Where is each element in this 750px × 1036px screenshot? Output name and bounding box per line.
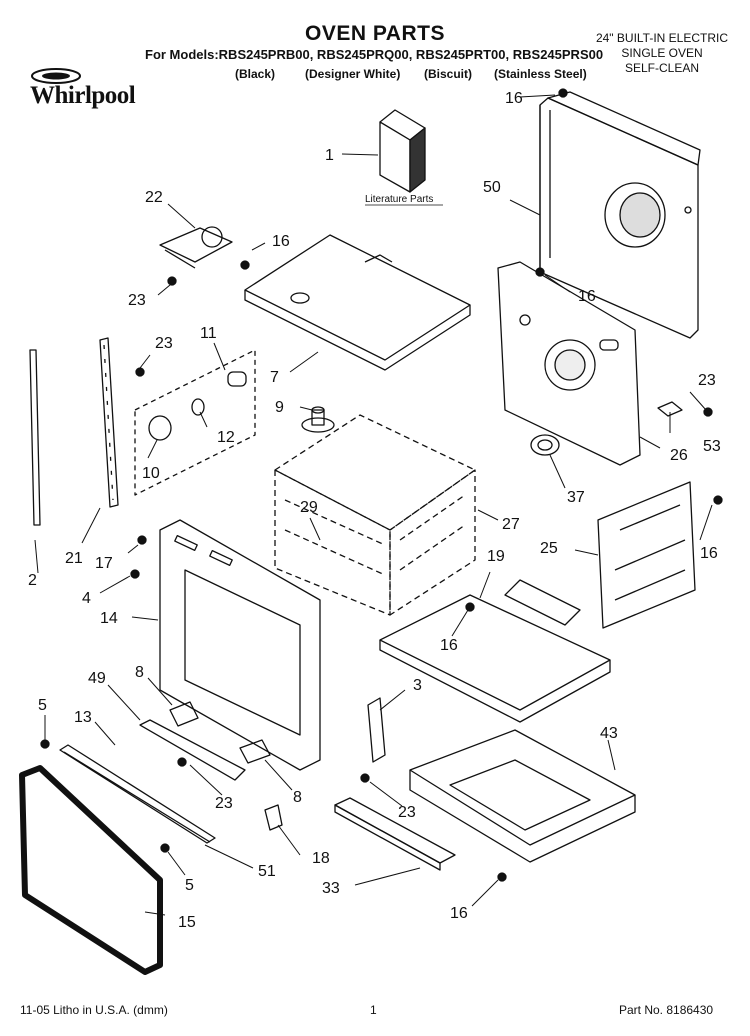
- callout-1: 1: [325, 147, 334, 164]
- callout-23e: 23: [398, 804, 416, 821]
- callout-33: 33: [322, 880, 340, 897]
- callout-16c: 16: [578, 288, 596, 305]
- brand-logo: Whirlpool: [22, 64, 152, 114]
- footer-part-number: Part No. 8186430: [619, 1003, 714, 1017]
- part-light-assembly-group: [134, 349, 256, 496]
- callout-16f: 16: [450, 905, 468, 922]
- part-right-side-panel: [597, 481, 696, 629]
- callout-23b: 23: [155, 335, 173, 352]
- color-black: (Black): [235, 67, 276, 81]
- part-vent-tube: [301, 406, 335, 433]
- callout-29: 29: [300, 499, 318, 516]
- callout-37: 37: [567, 489, 585, 506]
- callout-16a: 16: [505, 90, 523, 107]
- part-clip: [264, 804, 283, 831]
- callout-7: 7: [270, 369, 279, 386]
- part-kick-panel: [334, 797, 456, 871]
- part-side-trim: [99, 337, 119, 508]
- part-door-seal: [59, 744, 216, 844]
- callout-10: 10: [142, 465, 160, 482]
- callout-5: 5: [38, 697, 47, 714]
- literature-parts-label: Literature Parts: [365, 194, 433, 205]
- callout-16d: 16: [700, 545, 718, 562]
- callout-9: 9: [275, 399, 284, 416]
- callout-23d: 23: [215, 795, 233, 812]
- callout-16e: 16: [440, 637, 458, 654]
- page-title: OVEN PARTS: [305, 22, 445, 45]
- part-screws: [40, 88, 723, 882]
- part-rear-panel: [539, 91, 701, 339]
- callout-labels: 1 2 3 4 5 5 7 8 8 9 10 11 12 13 14 15 16…: [28, 90, 721, 931]
- footer-print-info: 11-05 Litho in U.S.A. (dmm): [20, 1003, 168, 1017]
- appliance-description: 24" BUILT-IN ELECTRIC SINGLE OVEN SELF-C…: [582, 31, 742, 76]
- part-element-gasket: [530, 434, 560, 456]
- callout-13: 13: [74, 709, 92, 726]
- part-side-strip: [29, 349, 41, 526]
- color-biscuit: (Biscuit): [424, 67, 472, 81]
- color-designer-white: (Designer White): [305, 67, 401, 81]
- part-inner-rear-panel: [497, 261, 641, 466]
- callout-22: 22: [145, 189, 163, 206]
- part-spacer-block: [169, 701, 271, 764]
- callout-25: 25: [540, 540, 558, 557]
- callout-8: 8: [135, 664, 144, 681]
- appliance-line: SINGLE OVEN: [621, 46, 703, 60]
- callout-19: 19: [487, 548, 505, 565]
- callout-2: 2: [28, 572, 37, 589]
- part-front-frame: [159, 519, 321, 771]
- callout-3: 3: [413, 677, 422, 694]
- callout-23c: 23: [698, 372, 716, 389]
- callout-4: 4: [82, 590, 91, 607]
- logo-wordmark: Whirlpool: [30, 82, 136, 109]
- part-small-bracket: [657, 401, 683, 417]
- callout-53: 53: [703, 438, 721, 455]
- part-top-shield: [244, 234, 471, 371]
- callout-14: 14: [100, 610, 118, 627]
- part-literature-booklet: [379, 109, 426, 193]
- part-bottom-tray: [409, 729, 636, 863]
- callout-5b: 5: [185, 877, 194, 894]
- leader-lines: [34, 94, 713, 916]
- footer-page-number: 1: [370, 1003, 377, 1017]
- logo-swirl-icon: [31, 68, 81, 84]
- part-oven-cavity: [274, 414, 476, 616]
- callout-49: 49: [88, 670, 106, 687]
- callout-11: 11: [200, 325, 217, 342]
- color-stainless-steel: (Stainless Steel): [494, 67, 587, 81]
- callout-12: 12: [217, 429, 235, 446]
- part-bottom-plate: [379, 579, 611, 723]
- appliance-line: SELF-CLEAN: [624, 61, 700, 75]
- callout-21: 21: [65, 550, 83, 567]
- part-hinge-bar: [139, 719, 246, 781]
- callout-17: 17: [95, 555, 113, 572]
- callout-18: 18: [312, 850, 330, 867]
- model-numbers: For Models:RBS245PRB00, RBS245PRQ00, RBS…: [145, 47, 604, 62]
- callout-51: 51: [258, 863, 276, 880]
- callout-23a: 23: [128, 292, 146, 309]
- part-mount-bracket: [367, 697, 386, 763]
- part-door-gasket: [19, 765, 163, 975]
- callout-16b: 16: [272, 233, 290, 250]
- callout-43: 43: [600, 725, 618, 742]
- appliance-line: 24" BUILT-IN ELECTRIC: [595, 31, 729, 45]
- callout-15: 15: [178, 914, 196, 931]
- part-switch-assembly: [159, 226, 233, 269]
- callout-26: 26: [670, 447, 688, 464]
- callout-50: 50: [483, 179, 501, 196]
- callout-8b: 8: [293, 789, 302, 806]
- callout-27: 27: [502, 516, 520, 533]
